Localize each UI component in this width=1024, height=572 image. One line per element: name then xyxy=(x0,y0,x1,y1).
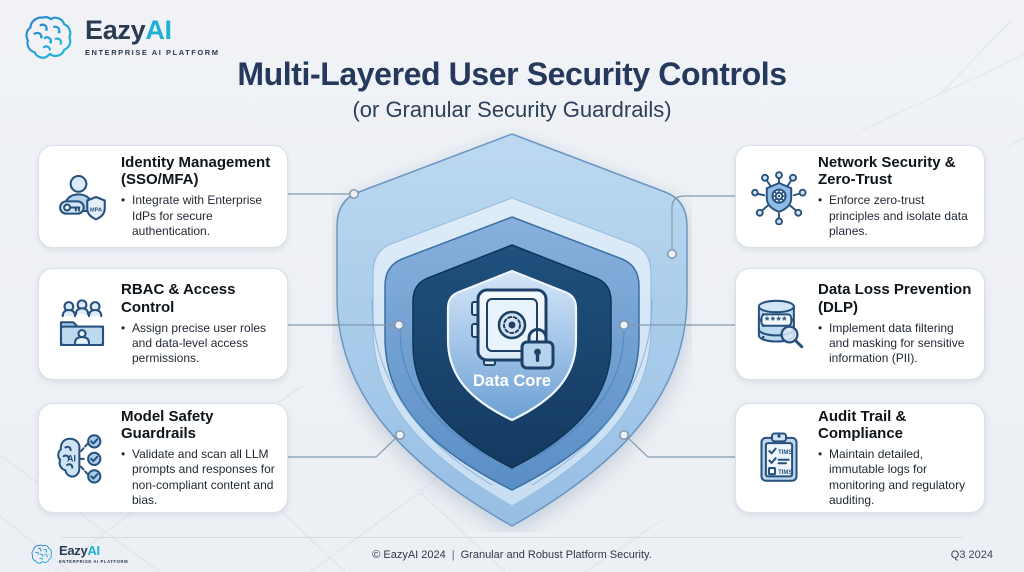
card-bullet: Maintain detailed, immutable logs for mo… xyxy=(818,447,972,508)
card-bullet: Implement data filtering and masking for… xyxy=(818,321,972,367)
footer-separator: | xyxy=(451,549,455,561)
card-bullet: Validate and scan all LLM prompts and re… xyxy=(121,447,275,508)
audit-clipboard-icon: TIMS TIMS xyxy=(748,430,810,486)
card-model-safety-guardrails: AI Model Safety Guardrails Validate and … xyxy=(38,403,288,513)
padlock-icon xyxy=(520,328,555,370)
card-identity-management: MPA Identity Management (SSO/MFA) Integr… xyxy=(38,145,288,248)
footer-copyright: © EazyAI 2024 xyxy=(372,549,446,561)
mpa-badge-label: MPA xyxy=(90,207,102,213)
footer-brand-tagline: ENTERPRISE AI PLATFORM xyxy=(59,559,129,564)
footer-copyright-line: © EazyAI 2024 | Granular and Robust Platfo… xyxy=(0,549,1024,561)
data-core-label: Data Core xyxy=(473,372,551,390)
footer-brand-name: EazyAI xyxy=(59,544,128,557)
network-shield-icon xyxy=(748,169,810,225)
card-title: Data Loss Prevention (DLP) xyxy=(818,281,972,316)
card-network-security-zero-trust: Network Security & Zero-Trust Enforce ze… xyxy=(735,145,985,248)
audit-row1-label: TIMS xyxy=(778,450,792,456)
folder-users-icon xyxy=(51,296,113,352)
footer-brand-name-accent: AI xyxy=(87,543,100,558)
footer-quarter-label: Q3 2024 xyxy=(950,549,993,561)
card-title: Identity Management (SSO/MFA) xyxy=(121,153,271,189)
card-title: Model Safety Guardrails xyxy=(121,407,214,443)
footer-divider xyxy=(62,537,962,538)
card-title: RBAC & Access Control xyxy=(121,281,236,316)
masked-password-label: **** xyxy=(765,315,788,327)
brand-name-primary: Eazy xyxy=(85,15,146,45)
card-title: Network Security & Zero-Trust xyxy=(818,153,956,189)
shield-core: Data Core xyxy=(446,269,578,422)
card-title: Audit Trail & Compliance xyxy=(818,407,907,443)
card-rbac-access-control: RBAC & Access Control Assign precise use… xyxy=(38,268,288,380)
ai-label: AI xyxy=(67,454,76,464)
footer-note: Granular and Robust Platform Security. xyxy=(460,549,652,561)
shield-accent-arcs xyxy=(371,299,653,486)
footer-brand-name-primary: Eazy xyxy=(59,543,88,558)
user-key-shield-icon: MPA xyxy=(51,169,113,225)
brand-name-accent: AI xyxy=(145,15,172,45)
card-audit-trail-compliance: TIMS TIMS Audit Trail & Compliance Maint… xyxy=(735,403,985,513)
page-title: Multi-Layered User Security Controls xyxy=(237,56,787,92)
card-data-loss-prevention: **** Data Loss Prevention (DLP) Implemen… xyxy=(735,268,985,380)
brand-tagline: ENTERPRISE AI PLATFORM xyxy=(85,48,220,57)
brand-logo: EazyAI ENTERPRISE AI PLATFORM xyxy=(22,10,220,64)
footer-brand-logo: EazyAI ENTERPRISE AI PLATFORM xyxy=(30,542,128,566)
card-bullet: Enforce zero-trust principles and isolat… xyxy=(818,193,972,239)
page-subtitle: (or Granular Security Guardrails) xyxy=(352,97,672,122)
brand-name: EazyAI xyxy=(85,17,220,44)
layered-shield-graphic: Data Core xyxy=(336,133,688,527)
audit-row3-label: TIMS xyxy=(778,470,792,476)
card-bullet: Assign precise user roles and data-level… xyxy=(121,321,275,367)
database-masking-icon: **** xyxy=(748,296,810,352)
ai-brain-checklist-icon: AI xyxy=(51,430,113,486)
card-bullet: Integrate with Enterprise IdPs for secur… xyxy=(121,193,275,239)
